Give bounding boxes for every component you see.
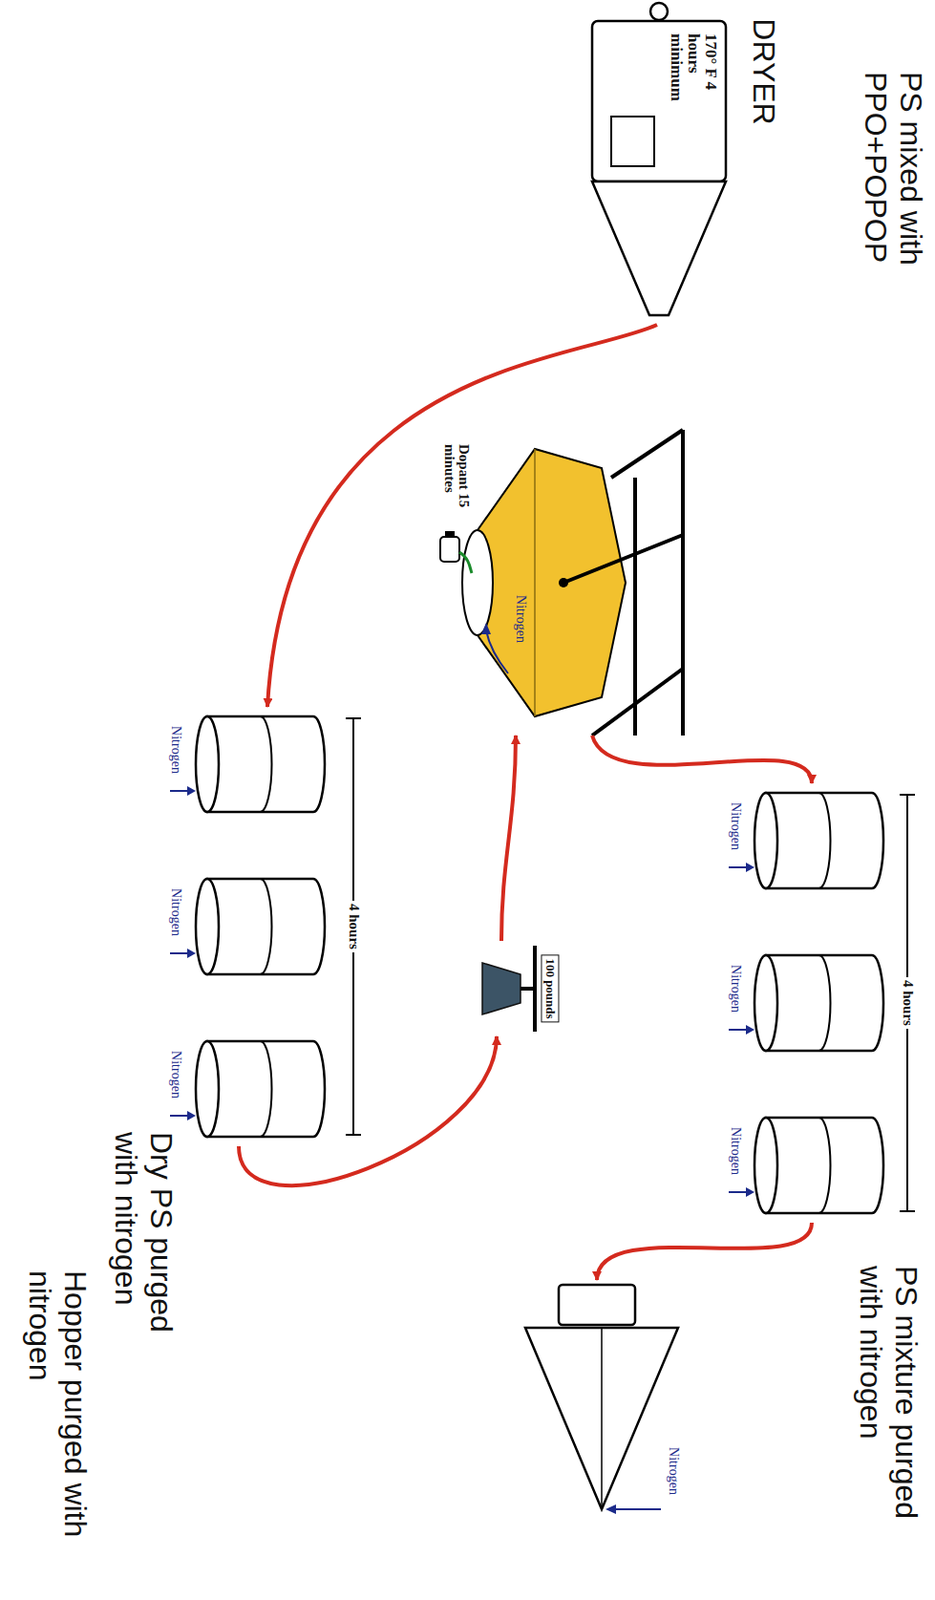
- dopant-bottle: [440, 536, 460, 562]
- gas-label: Nitrogen: [665, 1446, 681, 1495]
- dryer-ring: [650, 2, 668, 21]
- drum-body: [765, 1117, 884, 1213]
- drum-group: NitrogenNitrogenNitrogen4 hours: [721, 783, 932, 1223]
- nitrogen-head: [745, 1024, 755, 1035]
- drum-lid: [195, 1041, 219, 1137]
- dryer-cone: [592, 181, 726, 316]
- nitrogen-head: [481, 622, 491, 635]
- duration-label: 4 hours: [898, 977, 915, 1029]
- dryer-body: [592, 21, 726, 182]
- gas-label: Nitrogen: [168, 725, 184, 774]
- gas-label: Nitrogen: [727, 1126, 744, 1175]
- nitrogen-head: [187, 786, 196, 796]
- drum-band: [260, 1041, 273, 1137]
- nitrogen-line: [728, 1190, 748, 1193]
- dryer-setting: 170° F 4 hours minimum: [667, 33, 720, 110]
- scale-stem: [520, 986, 535, 991]
- drum-lid: [754, 955, 778, 1051]
- drum-lid: [195, 716, 219, 812]
- flow-arrow: [592, 735, 812, 784]
- drum: [195, 1041, 325, 1137]
- group-label: PS mixed with PPO+POPOP: [857, 71, 929, 292]
- nitrogen-line: [728, 866, 748, 869]
- gas-label: Nitrogen: [168, 888, 184, 936]
- mixer-body: [477, 448, 626, 717]
- drum-lid: [195, 878, 219, 975]
- flow-arrow: [238, 1036, 497, 1186]
- duration-label: 4 hours: [344, 900, 362, 953]
- drum-band: [260, 878, 273, 975]
- drum-body: [765, 955, 884, 1051]
- dopant-label: Dopant 15 minutes: [442, 444, 471, 521]
- hopper: Nitrogen: [515, 1279, 688, 1548]
- nitrogen-head: [187, 1110, 196, 1121]
- bottle-cap: [445, 531, 455, 538]
- gas-label: Nitrogen: [168, 1050, 184, 1099]
- drum: [754, 1117, 884, 1213]
- dopant-line: [459, 552, 472, 574]
- nitrogen-line: [728, 1028, 748, 1031]
- group-label: Dry PS purged with nitrogen: [107, 1131, 179, 1352]
- dryer-window: [611, 116, 655, 167]
- mixer-seam: [533, 448, 536, 717]
- mixer-axle: [563, 534, 683, 583]
- drum-body: [207, 716, 325, 812]
- drum-body: [207, 878, 325, 975]
- flow-arrow: [267, 324, 658, 707]
- nitrogen-head: [605, 1504, 617, 1514]
- mixer-hub: [558, 577, 569, 588]
- group-label: PS mixture purged with nitrogen: [852, 1265, 924, 1543]
- mixer: Dopant 15 minutesNitrogen: [434, 420, 693, 736]
- nitrogen-line: [486, 630, 509, 674]
- hopper-edge: [600, 1327, 603, 1509]
- weight-label: 100 pounds: [541, 954, 560, 1022]
- nitrogen-head: [745, 862, 755, 872]
- gas-label: Nitrogen: [512, 595, 529, 643]
- drum-lid: [754, 792, 778, 889]
- group-label: Hopper purged with nitrogen: [21, 1270, 93, 1576]
- drum-band: [819, 955, 831, 1051]
- nitrogen-head: [187, 948, 196, 958]
- nitrogen-line: [613, 1508, 661, 1510]
- mixer-mouth: [462, 530, 493, 636]
- drum-body: [765, 792, 884, 889]
- nitrogen-line: [170, 789, 190, 792]
- drum: [195, 716, 325, 812]
- drum-lid: [754, 1117, 778, 1213]
- gas-label: Nitrogen: [727, 802, 744, 850]
- nitrogen-line: [170, 1114, 190, 1117]
- drum-band: [819, 1117, 831, 1213]
- nitrogen-head: [745, 1187, 755, 1197]
- hopper-cone: [525, 1327, 679, 1509]
- drum: [195, 878, 325, 975]
- flow-arrow: [501, 735, 516, 941]
- drum: [754, 955, 884, 1051]
- scale: 100 pounds: [467, 940, 569, 1037]
- scale-weight: [482, 962, 521, 1015]
- dryer-title: DRYER: [746, 18, 783, 125]
- drum-band: [260, 716, 273, 812]
- drum-group: NitrogenNitrogenNitrogen4 hours: [157, 706, 383, 1147]
- drum: [754, 792, 884, 889]
- nitrogen-line: [170, 952, 190, 955]
- gas-label: Nitrogen: [727, 964, 744, 1013]
- flow-arrow: [596, 1222, 812, 1280]
- drum-band: [819, 792, 831, 889]
- dryer: DRYER 170° F 4 hours minimum: [582, 0, 793, 325]
- hopper-lid: [558, 1284, 636, 1325]
- drum-body: [207, 1041, 325, 1137]
